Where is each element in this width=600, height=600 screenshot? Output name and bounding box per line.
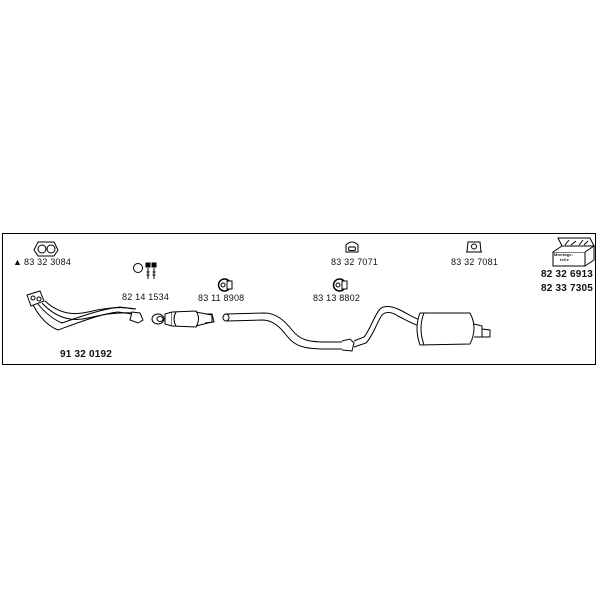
rubber-mount-icon — [466, 241, 482, 253]
clamp-icon — [217, 278, 233, 292]
part-label-rubber-mount-1: 83 32 7071 — [331, 257, 379, 267]
part-label-mounting-kit-2: 82 33 7305 — [541, 283, 594, 294]
bolt-nut-icon — [133, 262, 157, 279]
warning-icon: ▲ — [13, 257, 23, 267]
part-label-bolts: 82 14 1534 — [122, 292, 170, 302]
part-label-front-pipe: 91 32 0192 — [60, 349, 113, 360]
front-pipe — [26, 290, 144, 331]
gasket-icon — [33, 241, 59, 257]
mounting-kit-box-icon — [552, 237, 596, 267]
part-label-flange-gasket: 83 32 3084 — [24, 257, 72, 267]
kit-box-text-line-1: Montage- — [554, 252, 574, 257]
catalytic-converter — [151, 310, 215, 328]
part-label-clamp-2: 83 13 8802 — [313, 293, 361, 303]
rear-silencer — [353, 306, 491, 348]
part-label-clamp-1: 83 11 8908 — [198, 293, 245, 303]
middle-pipe — [222, 312, 355, 352]
part-label-mounting-kit-1: 82 32 6913 — [541, 269, 594, 280]
kit-box-text-line-2: teile — [560, 257, 570, 262]
rubber-mount-icon — [345, 241, 359, 253]
clamp-icon — [332, 278, 348, 292]
diagram-frame — [2, 233, 596, 365]
part-label-rubber-mount-2: 83 32 7081 — [451, 257, 499, 267]
